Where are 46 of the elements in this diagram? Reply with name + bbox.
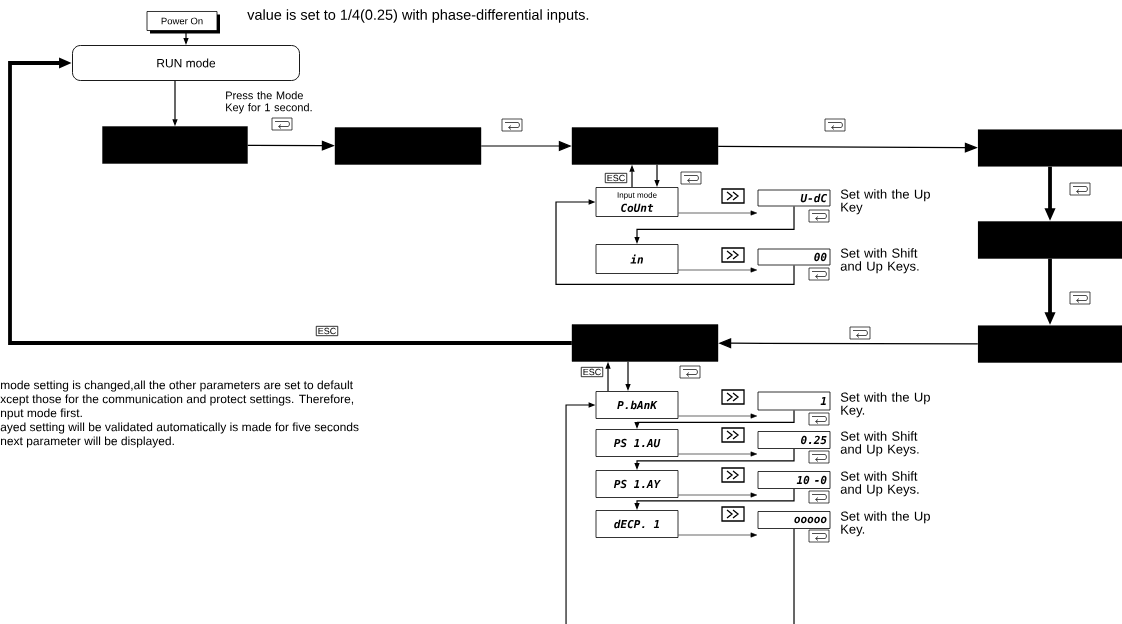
setting-note: Set with the Up Key. bbox=[840, 511, 930, 537]
connector-line bbox=[793, 528, 795, 624]
edge-label: ESC bbox=[315, 325, 339, 337]
setting-note: Set with Shift and Up Keys. bbox=[840, 471, 919, 497]
setting-note: Set with Shift and Up Keys. bbox=[840, 431, 919, 457]
display-box: dECP. 1 bbox=[595, 510, 679, 538]
filled-box bbox=[977, 129, 1122, 167]
value-box: 00 bbox=[757, 248, 831, 266]
edge-label: ESC bbox=[580, 366, 604, 378]
value-box: U-dC bbox=[757, 189, 831, 207]
setting-note: Set with Shift and Up Keys. bbox=[840, 248, 919, 274]
value-box: 1 bbox=[757, 391, 831, 411]
note-text: ayed setting will be validated automatically is made for five seconds bbox=[0, 422, 359, 434]
arrow bbox=[555, 199, 795, 285]
mode-box: RUN mode bbox=[72, 45, 300, 81]
display-box: in bbox=[595, 244, 679, 274]
filled-box bbox=[977, 221, 1122, 259]
value-box: 10 -0 bbox=[757, 471, 831, 489]
edge-label: ESC bbox=[604, 172, 628, 184]
filled-box bbox=[102, 126, 248, 164]
arrow bbox=[678, 267, 757, 273]
arrow bbox=[678, 210, 757, 216]
heading-text: value is set to 1/4(0.25) with phase-differential inputs. bbox=[247, 9, 589, 23]
filled-box bbox=[977, 325, 1122, 363]
arrow bbox=[678, 532, 757, 538]
filled-box bbox=[571, 324, 719, 362]
value-box: ooooo bbox=[757, 511, 831, 529]
display-box: P.bAnK bbox=[595, 391, 679, 419]
edge-label: Press the Mode Key for 1 second. bbox=[226, 91, 312, 114]
arrow bbox=[8, 57, 572, 345]
filled-box bbox=[571, 127, 719, 165]
note-text: next parameter will be displayed. bbox=[1, 436, 174, 448]
setting-note: Set with the Up Key. bbox=[840, 392, 930, 418]
display-box: Input mode CoUnt bbox=[595, 187, 679, 217]
power-on-key: Power On bbox=[146, 11, 220, 34]
arrow bbox=[678, 413, 757, 419]
note-text: nput mode first. bbox=[1, 408, 82, 420]
display-box: PS 1.AY bbox=[595, 470, 679, 498]
arrow bbox=[678, 451, 757, 457]
note-text: xcept those for the communication and protect settings. Therefore, bbox=[0, 394, 354, 406]
note-text: mode setting is changed,all the other parameters are set to default bbox=[1, 380, 353, 392]
setting-note: Set with the Up Key bbox=[840, 189, 930, 215]
display-box: PS 1.AU bbox=[595, 429, 679, 457]
value-box: 0.25 bbox=[757, 431, 831, 449]
filled-box bbox=[334, 127, 482, 165]
arrow bbox=[678, 492, 757, 498]
